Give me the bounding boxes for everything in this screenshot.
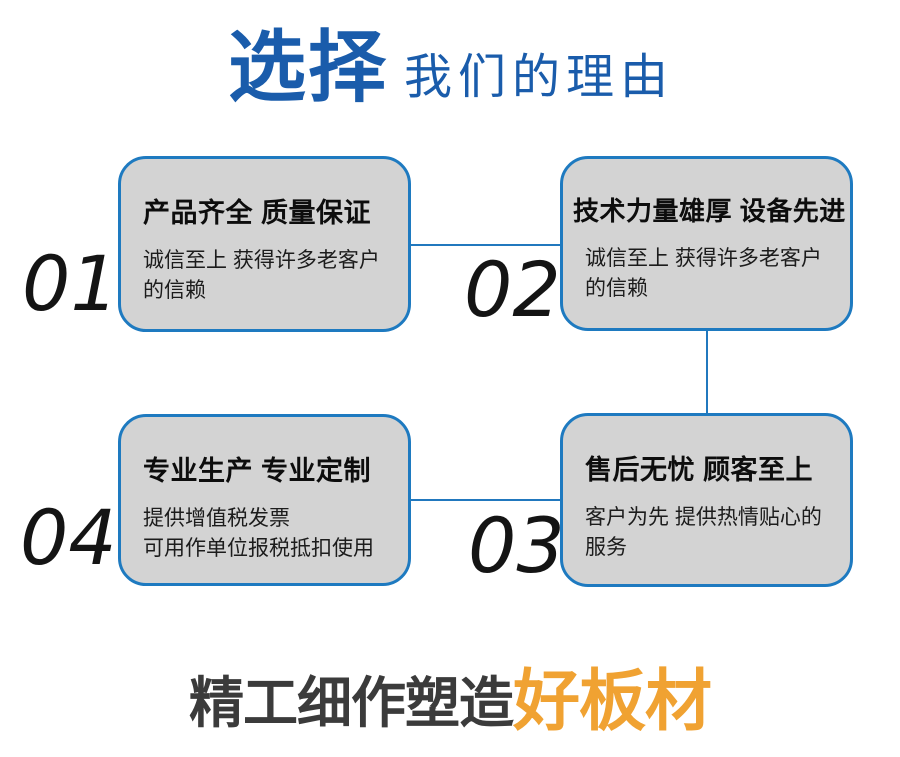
- feature-card-desc: 客户为先 提供热情贴心的 服务: [585, 506, 822, 560]
- feature-card-desc: 提供增值税发票 可用作单位报税抵扣使用: [143, 507, 374, 561]
- feature-card-title: 售后无忧 顾客至上: [585, 455, 814, 485]
- feature-card-desc: 诚信至上 获得许多老客户 的信赖: [143, 249, 380, 303]
- feature-card-custom: 专业生产 专业定制 提供增值税发票 可用作单位报税抵扣使用: [118, 414, 411, 586]
- page-title: 选择 我们的理由: [228, 20, 674, 115]
- step-number-02: 02: [464, 245, 561, 334]
- feature-card-aftersales: 售后无忧 顾客至上 客户为先 提供热情贴心的 服务: [560, 413, 853, 587]
- step-number-03: 03: [468, 501, 565, 590]
- connector-line-bottom: [411, 499, 560, 501]
- connector-line-top: [411, 244, 560, 246]
- footer-slogan-main: 精工细作塑造: [188, 671, 514, 734]
- feature-card-title: 产品齐全 质量保证: [143, 198, 372, 228]
- feature-card-title: 技术力量雄厚 设备先进: [573, 196, 846, 226]
- connector-line-vertical: [706, 331, 708, 414]
- page-title-accent: 选择: [228, 23, 389, 111]
- step-number-04: 04: [20, 493, 117, 582]
- feature-card-title: 专业生产 专业定制: [143, 456, 372, 486]
- feature-card-products: 产品齐全 质量保证 诚信至上 获得许多老客户 的信赖: [118, 156, 411, 332]
- step-number-01: 01: [22, 239, 119, 328]
- footer-slogan-accent: 好板材: [513, 664, 712, 739]
- feature-card-technology: 技术力量雄厚 设备先进 诚信至上 获得许多老客户 的信赖: [560, 156, 853, 331]
- feature-card-desc: 诚信至上 获得许多老客户 的信赖: [585, 247, 822, 301]
- footer-slogan: 精工细作塑造 好板材: [0, 664, 900, 739]
- page-title-rest: 我们的理由: [404, 51, 675, 105]
